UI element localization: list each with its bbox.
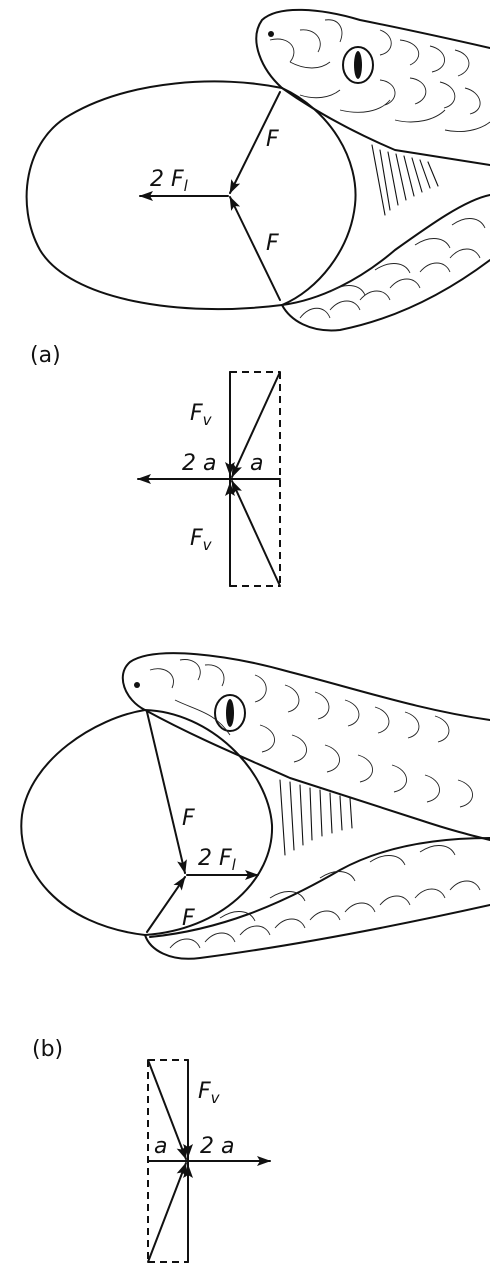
label-f-top-a: F bbox=[266, 127, 279, 152]
caption-b: (b) bbox=[32, 1037, 63, 1062]
egg-b-inner-edge bbox=[144, 709, 274, 936]
force-arrow-bottom-a bbox=[229, 196, 281, 301]
label-a-a: a bbox=[250, 451, 263, 476]
f-bottom-diag-b bbox=[147, 1162, 187, 1263]
force-arrow-bottom-b bbox=[146, 876, 186, 933]
label-fv-top-a: Fv bbox=[190, 401, 213, 429]
snake-head-b bbox=[121, 652, 490, 960]
f-top-diag-a bbox=[231, 371, 281, 478]
label-2f-a: 2 Fl bbox=[150, 167, 189, 195]
f-top-diag-b bbox=[147, 1059, 187, 1160]
f-bottom-diag-a bbox=[231, 480, 281, 587]
panel-b: F F 2 Fl (b) Fv a 2 a bbox=[20, 652, 490, 1263]
label-f-top-b: F bbox=[182, 806, 195, 831]
nostril-b bbox=[134, 682, 140, 688]
label-f-bottom-b: F bbox=[182, 906, 195, 931]
label-2a-b: 2 a bbox=[200, 1134, 234, 1159]
force-arrow-top-b bbox=[146, 711, 187, 874]
snake-head-a bbox=[255, 8, 490, 332]
label-a-b: a bbox=[154, 1134, 167, 1159]
label-fv-b: Fv bbox=[198, 1079, 221, 1107]
panel-a: F F 2 Fl (a) Fv Fv 2 a a bbox=[25, 8, 490, 587]
eye-b bbox=[214, 694, 246, 732]
label-fv-bottom-a: Fv bbox=[190, 526, 213, 554]
nostril-a bbox=[268, 31, 274, 37]
label-2a-a: 2 a bbox=[182, 451, 216, 476]
egg-b bbox=[20, 709, 146, 936]
egg-a bbox=[25, 80, 283, 311]
caption-a: (a) bbox=[30, 343, 61, 368]
vector-diagram-a: Fv Fv 2 a a bbox=[137, 371, 281, 587]
force-arrow-top-a bbox=[229, 91, 281, 194]
egg-a-inner-edge bbox=[281, 87, 357, 306]
label-2f-b: 2 Fl bbox=[198, 846, 237, 874]
vector-diagram-b: Fv a 2 a bbox=[147, 1059, 271, 1263]
label-f-bottom-a: F bbox=[266, 231, 279, 256]
eye-a bbox=[342, 46, 374, 84]
